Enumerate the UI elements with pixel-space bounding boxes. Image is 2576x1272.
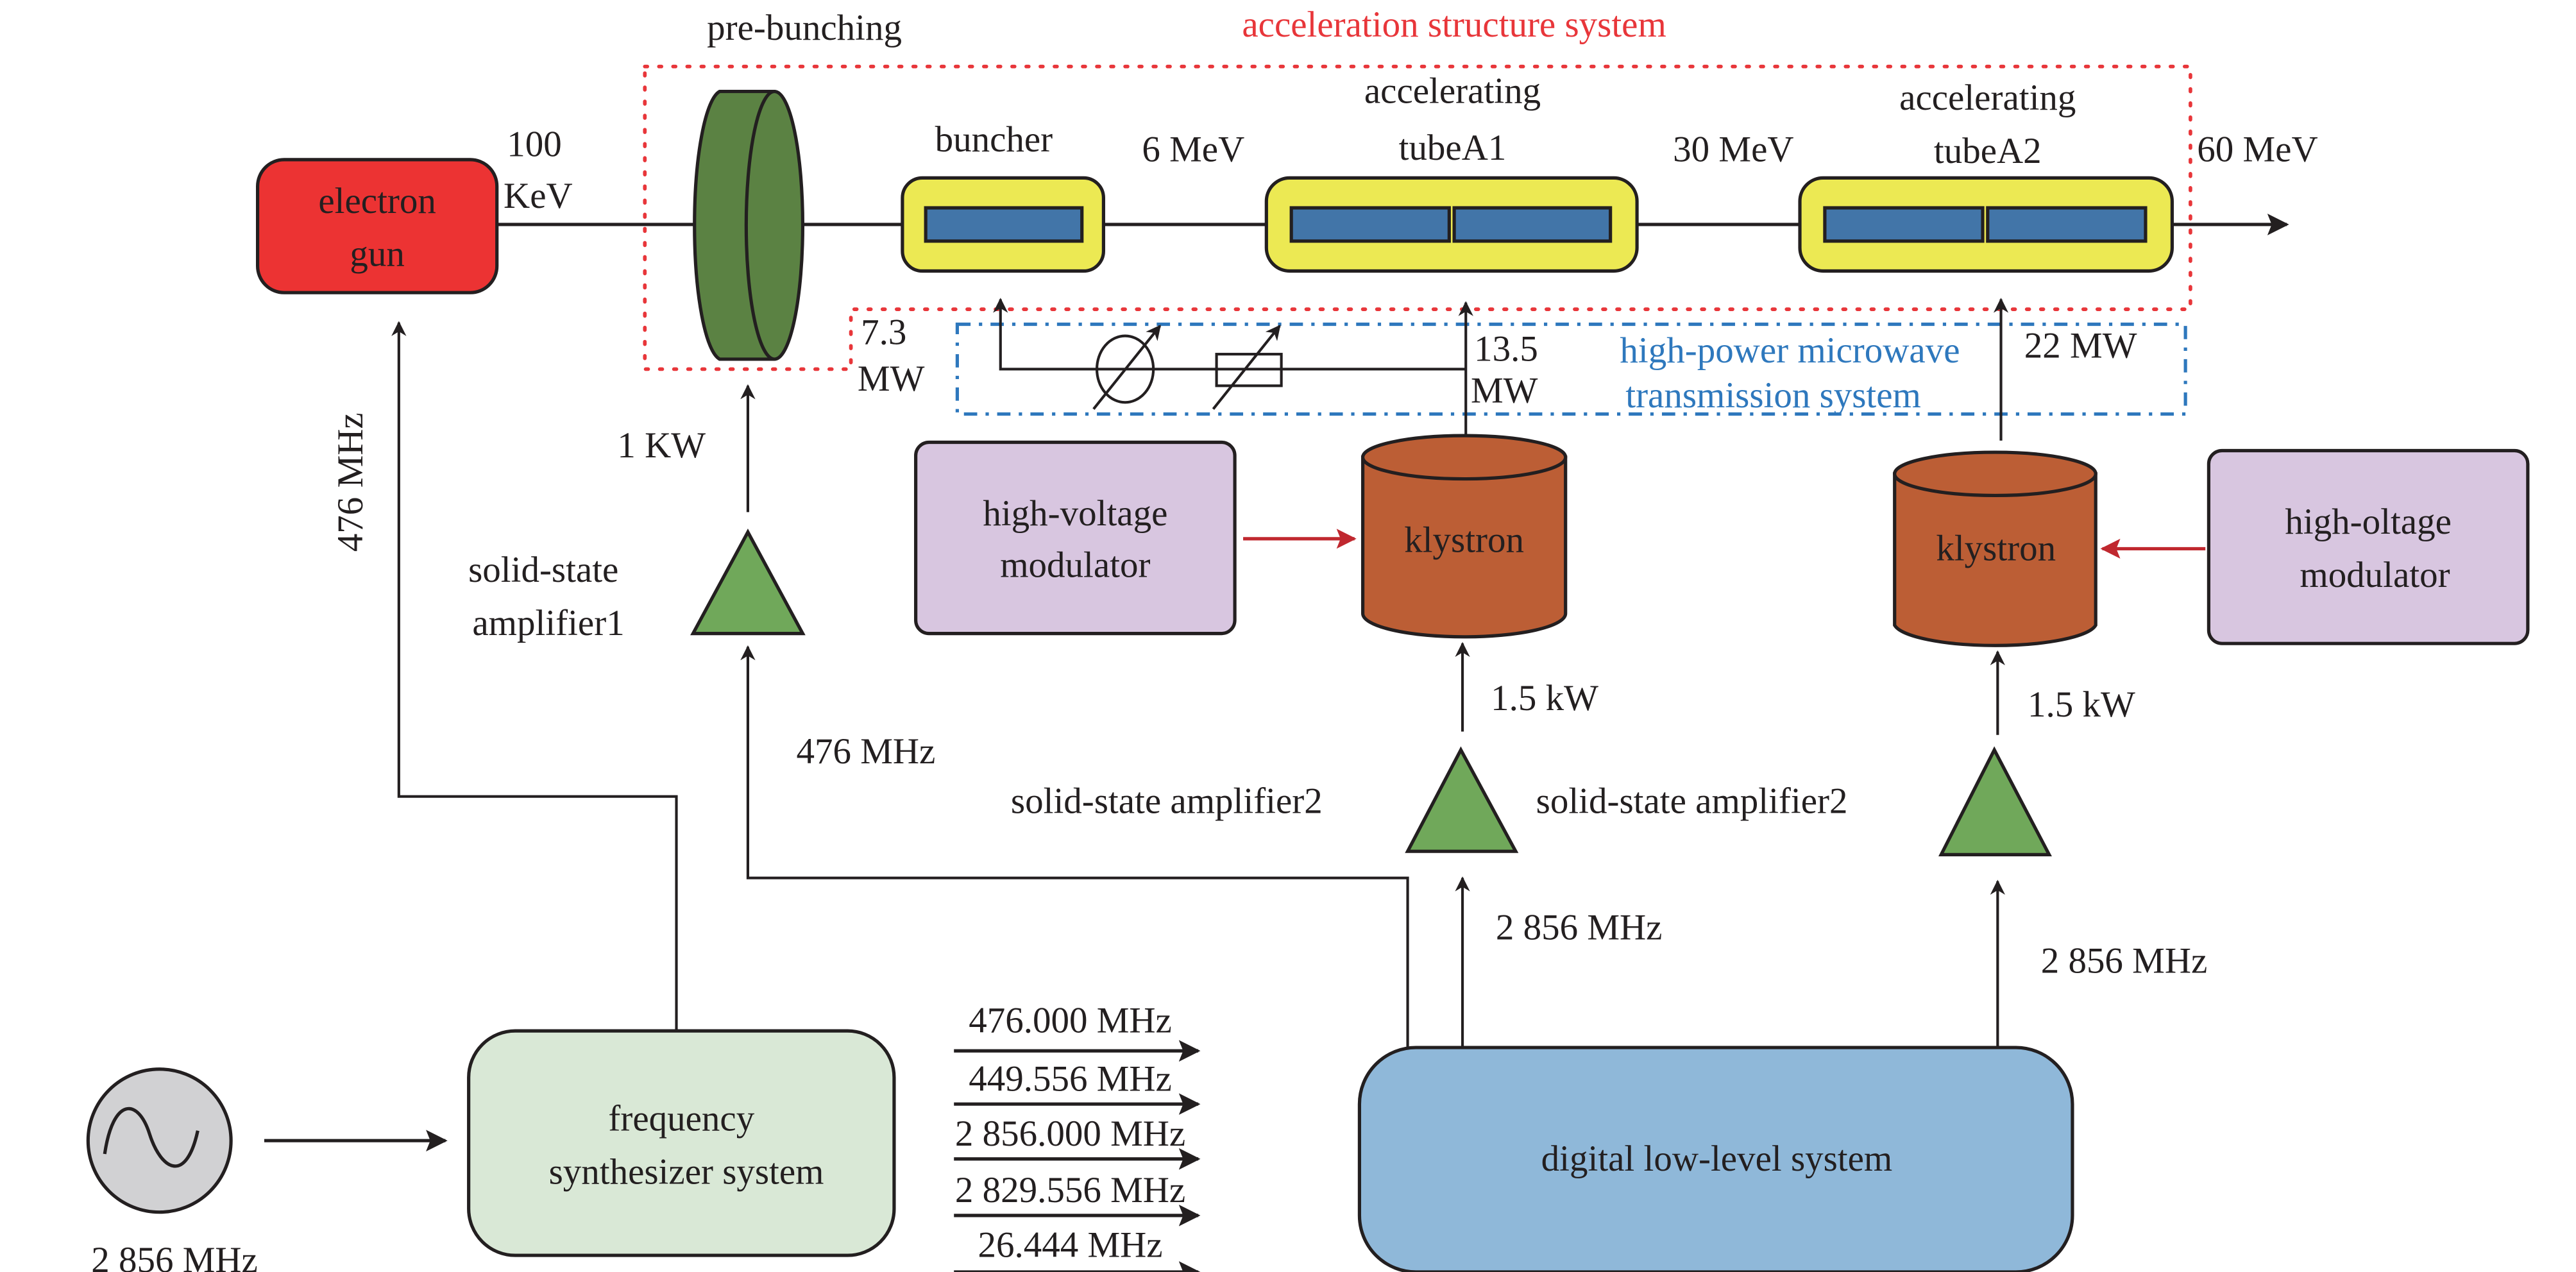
- solid-state-amplifier-3[interactable]: [1938, 746, 2052, 856]
- amp2-power-label: 1.5 kW: [1491, 678, 1598, 718]
- klystron-1-label: klystron: [1404, 520, 1524, 561]
- klystron-2[interactable]: klystron: [1893, 450, 2097, 647]
- accelerating-tube-a1[interactable]: [1264, 176, 1639, 273]
- amplifier-2-right-label: solid-state amplifier2: [1536, 781, 1848, 822]
- synth-to-gun-line: [391, 321, 678, 1031]
- electron-gun-label: electron: [318, 181, 436, 221]
- synthesizer-label: frequency: [608, 1099, 754, 1139]
- amp3-power-label: 1.5 kW: [2028, 684, 2135, 725]
- electron-gun[interactable]: electron gun: [256, 158, 499, 294]
- synthesizer-label-line2: synthesizer system: [549, 1152, 824, 1192]
- gun-energy-unit: KeV: [504, 176, 573, 216]
- amplifier-1-label: solid-state: [468, 550, 618, 590]
- energy-after-buncher: 6 MeV: [1142, 129, 1244, 169]
- klystron-1[interactable]: klystron: [1361, 434, 1568, 639]
- attenuator-icon[interactable]: [1212, 325, 1283, 410]
- accelerating-tube-a2[interactable]: [1798, 176, 2174, 273]
- modulator-1-label-line2: modulator: [1000, 545, 1150, 585]
- synth-output-label: 26.444 MHz: [978, 1225, 1163, 1266]
- tube-a2-label-line2: tubeA2: [1934, 131, 2042, 171]
- synth-output-label: 476.000 MHz: [969, 1001, 1172, 1041]
- amp1-input-frequency: 476 MHz: [796, 731, 935, 772]
- klystron-2-label: klystron: [1936, 529, 2056, 569]
- frequency-synthesizer[interactable]: frequency synthesizer system: [467, 1029, 896, 1257]
- synth-output-label: 449.556 MHz: [969, 1058, 1172, 1099]
- a1-power-unit: MW: [1471, 370, 1538, 411]
- oscillator-frequency: 2 856 MHz: [91, 1240, 258, 1272]
- energy-after-a2: 60 MeV: [2197, 129, 2318, 169]
- solid-state-amplifier-2[interactable]: [1405, 746, 1519, 853]
- buncher-feed-line: [993, 298, 1466, 371]
- tube-a2-label: accelerating: [1899, 78, 2076, 118]
- solid-state-amplifier-1[interactable]: [690, 529, 806, 636]
- high-voltage-modulator-2[interactable]: high-oltage modulator: [2207, 448, 2530, 645]
- amp1-power-label: 1 KW: [617, 425, 706, 466]
- oscillator-source[interactable]: [86, 1067, 233, 1214]
- buncher[interactable]: [901, 176, 1105, 273]
- amp2-input-frequency: 2 856 MHz: [1496, 908, 1663, 948]
- phase-shifter-icon[interactable]: [1092, 325, 1162, 410]
- microwave-transmission-title-line2: transmission system: [1625, 375, 1921, 416]
- modulator-2-label-line2: modulator: [2300, 555, 2450, 595]
- modulator-1-label: high-voltage: [983, 493, 1167, 534]
- a1-power-label: 13.5: [1474, 328, 1538, 369]
- prebuncher[interactable]: [693, 89, 805, 361]
- sine-wave-icon: [103, 1107, 199, 1168]
- modulator-2-label: high-oltage: [2285, 502, 2452, 542]
- acceleration-structure-boundary: [643, 64, 2192, 371]
- buncher-label: buncher: [935, 119, 1053, 160]
- amplifier-1-label-line2: amplifier1: [472, 603, 624, 643]
- amplifier-2-left-label: solid-state amplifier2: [1011, 781, 1323, 822]
- synth-output-label: 2 856.000 MHz: [955, 1114, 1185, 1154]
- microwave-transmission-title: high-power microwave: [1620, 330, 1960, 371]
- buncher-power-unit: MW: [858, 359, 925, 399]
- buncher-power-label: 7.3: [861, 312, 906, 353]
- electron-gun-label-line2: gun: [350, 234, 404, 275]
- llrf-label: digital low-level system: [1541, 1139, 1893, 1179]
- a2-power-label: 22 MW: [2024, 325, 2137, 366]
- high-voltage-modulator-1[interactable]: high-voltage modulator: [914, 440, 1237, 636]
- digital-low-level-system[interactable]: digital low-level system: [1357, 1046, 2074, 1272]
- gun-energy-label: 100: [507, 124, 561, 165]
- synth-output-label: 2 829.556 MHz: [955, 1170, 1185, 1210]
- prebunching-label: pre-bunching: [707, 8, 902, 48]
- acceleration-structure-title: acceleration structure system: [1242, 4, 1666, 45]
- amp3-input-frequency: 2 856 MHz: [2041, 940, 2208, 981]
- microwave-transmission-boundary: [955, 322, 2187, 416]
- tube-a1-label: accelerating: [1364, 71, 1541, 112]
- tube-a1-label-line2: tubeA1: [1399, 128, 1507, 168]
- energy-after-a1: 30 MeV: [1673, 129, 1793, 169]
- llrf-to-amp1-line: [740, 645, 1409, 1048]
- gun-drive-frequency: 476 MHz: [330, 412, 371, 552]
- synth-output-list: 476.000 MHz 449.556 MHz 2 856.000 MHz 2 …: [954, 1001, 1201, 1272]
